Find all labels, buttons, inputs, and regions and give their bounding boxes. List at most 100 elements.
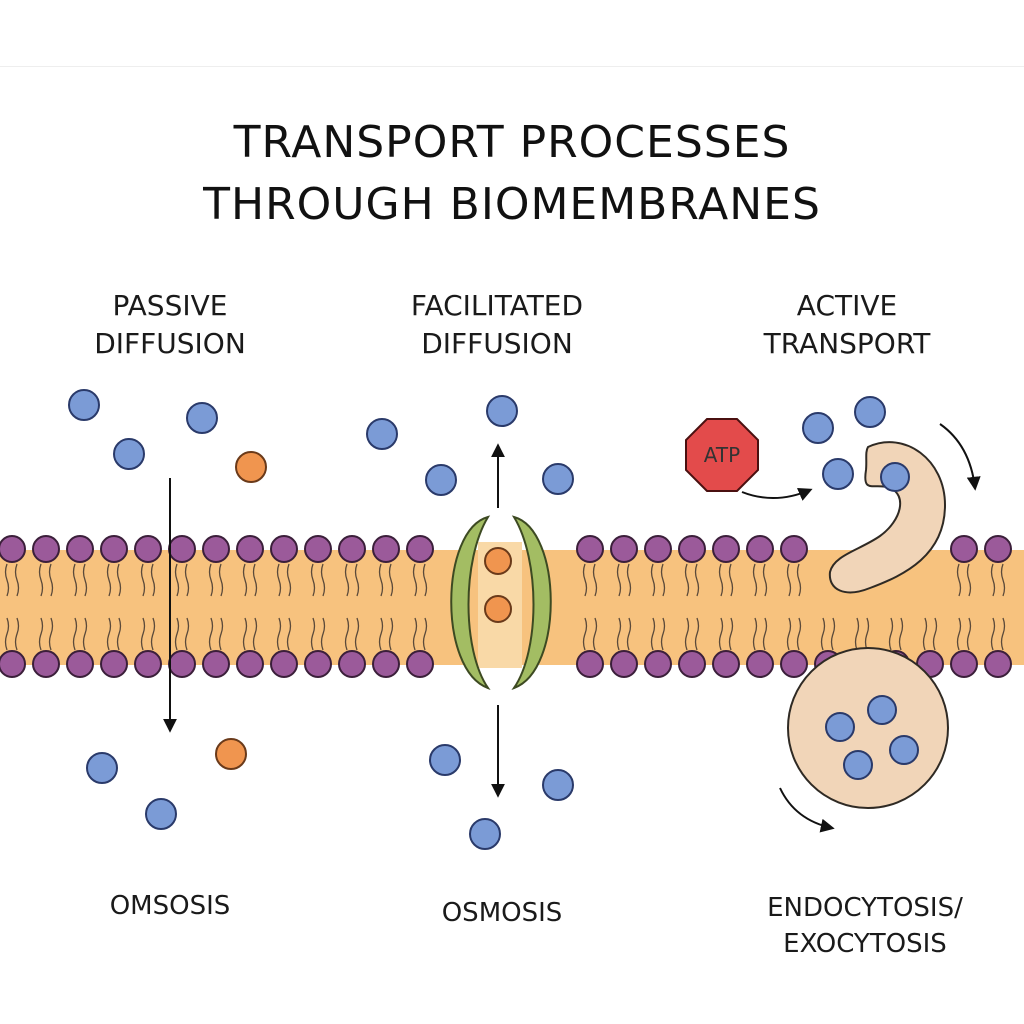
lipid-tail [728, 563, 734, 597]
phospholipid-head [134, 650, 162, 678]
phospholipid-head [950, 650, 978, 678]
molecule [802, 412, 834, 444]
lipid-tail [320, 617, 326, 651]
carrier-rotation-arrow-icon [939, 423, 981, 491]
phospholipid-head [984, 650, 1012, 678]
lipid-tail [82, 617, 88, 651]
phospholipid-head [0, 535, 26, 563]
phospholipid-head [134, 535, 162, 563]
vesicle-arrow-icon [779, 787, 835, 833]
atp-arrow-icon [741, 487, 813, 501]
active-transport-label: ACTIVE TRANSPORT [697, 287, 997, 363]
title-line-2: THROUGH BIOMEMBRANES [203, 179, 821, 230]
lipid-tail [310, 617, 316, 651]
phospholipid-head [712, 650, 740, 678]
lipid-tail [796, 563, 802, 597]
lipid-tail [354, 563, 360, 597]
molecule [235, 451, 267, 483]
phospholipid-head [576, 650, 604, 678]
phospholipid-head [610, 535, 638, 563]
channel-protein-icon [450, 515, 552, 690]
lipid-tail [626, 563, 632, 597]
lipid-tail [14, 563, 20, 597]
lipid-tail [820, 617, 826, 651]
phospholipid-head [984, 535, 1012, 563]
phospholipid-head [610, 650, 638, 678]
molecule [429, 744, 461, 776]
molecule [113, 438, 145, 470]
lipid-tail [592, 563, 598, 597]
molecule [542, 463, 574, 495]
lipid-tail [990, 563, 996, 597]
lipid-tail [786, 617, 792, 651]
lipid-tail [116, 617, 122, 651]
lipid-tail [582, 563, 588, 597]
phospholipid-head [0, 650, 26, 678]
phospholipid-head [338, 535, 366, 563]
lipid-tail [286, 617, 292, 651]
phospholipid-head [644, 650, 672, 678]
lipid-tail [242, 617, 248, 651]
lipid-tail [72, 563, 78, 597]
carrier-protein-icon [828, 441, 947, 594]
exocytosis-label: EXOCYTOSIS [783, 929, 947, 959]
lipid-tail [582, 617, 588, 651]
lipid-tail [378, 617, 384, 651]
lipid-tail [286, 563, 292, 597]
endocytosis-label: ENDOCYTOSIS/ [767, 893, 963, 923]
lipid-tail [922, 617, 928, 651]
lipid-tail [82, 563, 88, 597]
phospholipid-head [406, 650, 434, 678]
phospholipid-head [236, 650, 264, 678]
lipid-tail [718, 563, 724, 597]
phospholipid-head [32, 535, 60, 563]
lipid-tail [252, 617, 258, 651]
lipid-tail [718, 617, 724, 651]
phospholipid-head [66, 535, 94, 563]
lipid-tail [616, 563, 622, 597]
lipid-tail [932, 617, 938, 651]
lipid-tail [684, 617, 690, 651]
phospholipid-head [100, 535, 128, 563]
phospholipid-head [746, 535, 774, 563]
lipid-tail [854, 617, 860, 651]
phospholipid-head [678, 535, 706, 563]
lipid-tail [14, 617, 20, 651]
lipid-tail [752, 563, 758, 597]
lipid-tail [218, 617, 224, 651]
phospholipid-head [168, 535, 196, 563]
lipid-tail [684, 563, 690, 597]
phospholipid-head [372, 650, 400, 678]
molecule [822, 458, 854, 490]
phospholipid-head [780, 535, 808, 563]
lipid-tail [650, 617, 656, 651]
lipid-tail [276, 563, 282, 597]
phospholipid-head [270, 650, 298, 678]
lipid-tail [208, 617, 214, 651]
lipid-tail [72, 617, 78, 651]
lipid-tail [830, 617, 836, 651]
lipid-tail [344, 563, 350, 597]
lipid-tail [184, 563, 190, 597]
lipid-tail [626, 617, 632, 651]
lipid-tail [276, 617, 282, 651]
free-molecules [68, 389, 886, 850]
molecule [186, 402, 218, 434]
molecule [68, 389, 100, 421]
phospholipid-head [304, 650, 332, 678]
lipid-tail [38, 563, 44, 597]
lipid-tail [616, 617, 622, 651]
phospholipid-head [66, 650, 94, 678]
lipid-tail [150, 563, 156, 597]
left-process-label: OMSOSIS [10, 888, 330, 924]
lipid-tail [140, 563, 146, 597]
lipid-tail [218, 563, 224, 597]
carrier-molecule [880, 462, 910, 492]
facilitated-label-line-2: DIFFUSION [421, 327, 573, 360]
right-process-label: ENDOCYTOSIS/ EXOCYTOSIS [705, 890, 1024, 962]
top-divider [0, 66, 1024, 67]
lipid-tail [174, 617, 180, 651]
lipid-tail [388, 563, 394, 597]
lipid-tail [1000, 563, 1006, 597]
